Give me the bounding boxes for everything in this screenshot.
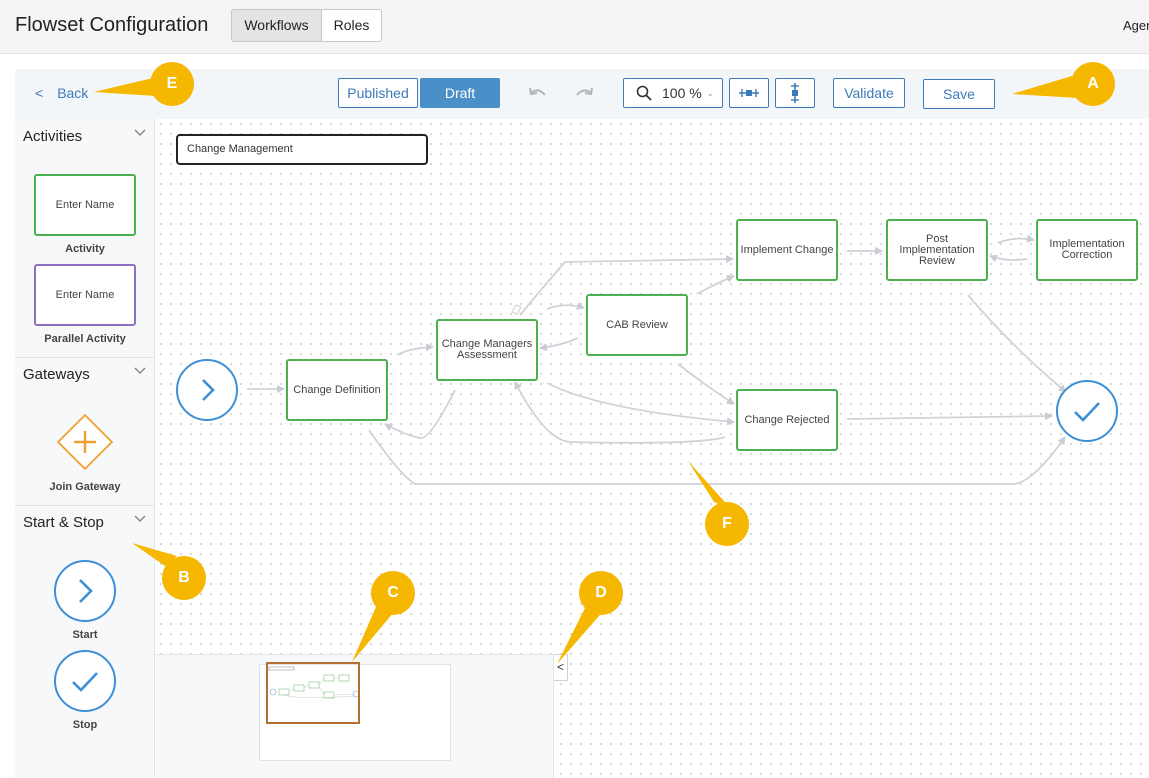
page-title: Flowset Configuration (15, 14, 209, 36)
edge-cab-to-assessment (539, 337, 579, 352)
activity-node-change-rejected[interactable]: Change Rejected (736, 389, 838, 451)
edge-rejected-to-stop (846, 412, 1053, 421)
app-header: Flowset Configuration Workflows Roles Ag… (0, 0, 1149, 54)
parallel-activity-label: Parallel Activity (44, 333, 126, 345)
collapse-minimap-button[interactable]: < (554, 654, 568, 681)
palette-sidebar: Activities Enter Name Activity Enter Nam… (15, 119, 155, 778)
save-button[interactable]: Save (923, 79, 995, 109)
undo-icon[interactable] (528, 85, 548, 101)
validate-button[interactable]: Validate (833, 78, 905, 108)
edge-cab-to-rejected (677, 363, 735, 405)
search-icon (636, 85, 652, 101)
edge-assessment-to-cab (546, 302, 585, 310)
draft-button[interactable]: Draft (420, 78, 500, 108)
edge-correction-to-review (989, 254, 1028, 263)
start-event-icon[interactable] (53, 559, 117, 623)
callout-e: E (150, 62, 194, 106)
start-label: Start (72, 629, 98, 641)
start-event-node[interactable] (175, 358, 239, 422)
vertical-layout-button[interactable] (775, 78, 815, 108)
activity-node-cab-review[interactable]: CAB Review (586, 294, 688, 356)
chevron-down-icon[interactable] (134, 129, 146, 137)
back-chevron-icon: < (35, 85, 44, 101)
horizontal-layout-button[interactable] (729, 78, 769, 108)
activity-node-change-managers-assessment[interactable]: Change Managers Assessment (436, 319, 538, 381)
vertical-layout-icon (791, 83, 799, 103)
edge-rejected-to-assessment (514, 381, 726, 444)
join-gateway-label: Join Gateway (49, 481, 121, 493)
back-link[interactable]: < Back (35, 85, 88, 101)
chevron-down-icon[interactable] (134, 367, 146, 375)
tab-roles[interactable]: Roles (321, 9, 382, 42)
edge-review-to-correction (997, 234, 1035, 244)
callout-f: F (705, 502, 749, 546)
section-divider (15, 505, 154, 506)
back-label: Back (57, 85, 89, 101)
edge-assessment-to-rejected (546, 382, 735, 426)
workflow-name-field[interactable]: Change Management (176, 134, 428, 165)
edge-assessment-to-implement (519, 255, 734, 316)
parallel-activity-palette-item[interactable]: Enter Name (34, 264, 136, 326)
user-label[interactable]: Agen (1123, 18, 1149, 33)
zoom-value: 100 % (662, 85, 702, 101)
minimap-viewport[interactable] (266, 662, 360, 724)
activity-label: Activity (65, 243, 105, 255)
activities-section-title: Activities (23, 128, 83, 145)
section-divider (15, 357, 154, 358)
gateways-section-title: Gateways (23, 366, 90, 383)
callout-d: D (579, 571, 623, 615)
start-stop-section-title: Start & Stop (23, 514, 104, 531)
stop-label: Stop (72, 719, 98, 731)
callout-b: B (162, 556, 206, 600)
horizontal-layout-icon (739, 89, 759, 97)
edge-assessment-to-definition (384, 389, 456, 439)
redo-icon[interactable] (574, 85, 594, 101)
edge-source-diamond (511, 304, 522, 315)
stop-event-node[interactable] (1055, 379, 1119, 443)
activity-node-implement-change[interactable]: Implement Change (736, 219, 838, 281)
activity-node-post-implementation-review[interactable]: Post Implementation Review (886, 219, 988, 281)
tab-workflows[interactable]: Workflows (231, 9, 322, 42)
edge-cab-to-implement (696, 275, 735, 295)
published-button[interactable]: Published (338, 78, 418, 108)
join-gateway-icon[interactable] (52, 409, 118, 475)
stop-event-icon[interactable] (53, 649, 117, 713)
editor-toolbar: < Back Published Draft 100 % ⌄ (15, 69, 1149, 119)
chevron-down-icon: ⌄ (706, 88, 714, 98)
callout-a: A (1071, 62, 1115, 106)
zoom-select[interactable]: 100 % ⌄ (623, 78, 723, 108)
minimap-preview (268, 666, 360, 699)
activity-palette-item[interactable]: Enter Name (34, 174, 136, 236)
edge-definition-to-assessment (396, 343, 434, 356)
activity-node-change-definition[interactable]: Change Definition (286, 359, 388, 421)
minimap[interactable] (259, 664, 451, 761)
activity-node-implementation-correction[interactable]: Implementation Correction (1036, 219, 1138, 281)
callout-c: C (371, 571, 415, 615)
edge-review-to-stop (967, 294, 1067, 393)
chevron-down-icon[interactable] (134, 515, 146, 523)
